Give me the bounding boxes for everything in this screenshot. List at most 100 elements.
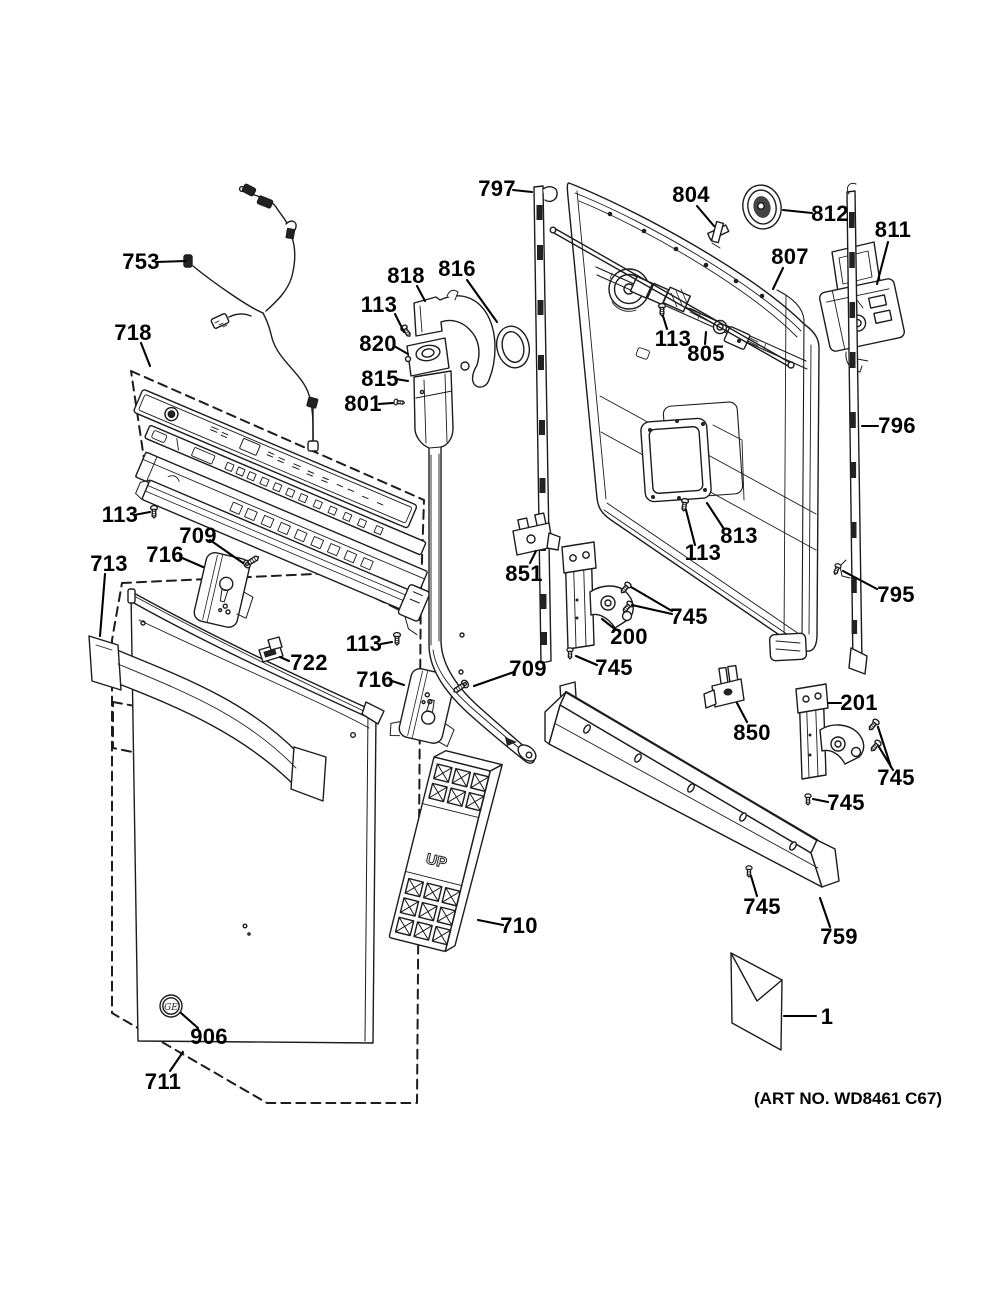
leader-line-722 [278,655,291,663]
screw-745 [566,647,574,660]
leader-line-812 [781,208,814,215]
o-ring-816 [495,325,531,369]
leader-lines [98,188,895,1073]
callout-812: 812 [811,201,849,226]
hinge-channel-200 [561,541,634,650]
callout-850: 850 [733,720,771,745]
leader-line-753 [154,259,188,264]
leader-line-711 [168,1050,185,1073]
leader-line-113 [379,640,394,646]
callout-818: 818 [387,263,425,288]
leader-line-850 [735,701,749,724]
leader-line-745 [574,654,599,667]
leader-line-113 [393,312,406,334]
callout-804: 804 [672,182,710,207]
shipping-block-710: UP [388,749,503,953]
callout-709: 709 [179,523,217,548]
leader-line-795 [841,569,879,591]
wire-harness-753 [183,183,319,452]
leader-line-710 [476,918,505,927]
leader-line-113 [684,508,697,547]
leader-line-713 [98,572,107,638]
screw-801 [393,398,406,407]
clip-804 [706,220,730,249]
callout-113: 113 [345,631,383,656]
escutcheon-support [135,479,431,636]
latch-keeper-850 [703,664,745,709]
door-handle-713 [88,635,327,802]
callout-816: 816 [438,256,476,281]
leader-line-816 [465,278,499,324]
callout-805: 805 [687,341,725,366]
callout-906: 906 [190,1024,228,1049]
callout-745: 745 [827,790,865,815]
callout-796: 796 [878,413,916,438]
detergent-module-811 [819,241,905,373]
leader-line-745 [811,797,830,804]
callout-851: 851 [505,561,543,586]
callout-113: 113 [684,540,722,565]
callout-813: 813 [720,523,758,548]
callout-722: 722 [290,650,328,675]
screw-113 [392,631,402,646]
callout-753: 753 [122,249,160,274]
leader-line-815 [394,377,410,383]
leader-line-807 [771,266,785,291]
escutcheon-insert [144,424,427,556]
callout-113: 113 [654,326,692,351]
access-panel-759 [544,681,840,888]
leader-line-805 [703,330,708,346]
callout-716: 716 [356,667,394,692]
screw-113 [657,302,667,317]
door-rod [549,226,795,369]
callout-797: 797 [478,176,516,201]
callout-795: 795 [877,582,915,607]
leader-line-818 [415,284,427,303]
callout-718: 718 [114,320,152,345]
grommet-812 [742,184,782,230]
callout-745: 745 [595,655,633,680]
leader-line-200 [600,617,618,632]
inner-door-panel-807 [549,182,820,662]
callout-815: 815 [361,366,399,391]
leader-line-716 [390,679,406,687]
callout-201: 201 [840,690,878,715]
leader-line-745 [876,725,893,769]
callout-807: 807 [771,244,809,269]
leader-line-745 [877,745,895,772]
callout-1: 1 [820,1004,834,1029]
leader-line-804 [695,204,716,228]
leader-line-851 [528,549,538,565]
callout-820: 820 [359,331,397,356]
leader-line-906 [179,1011,200,1030]
strike-strip-796 [839,182,868,675]
leader-line-811 [875,240,890,286]
callout-811: 811 [874,217,912,242]
screw-709 [241,552,262,570]
funnel-820 [404,337,450,377]
leader-line-759 [818,896,832,929]
leader-line-820 [392,344,410,356]
callout-759: 759 [820,924,858,949]
literature-envelope-1 [730,952,783,1051]
leader-line-797 [511,188,534,194]
callout-801: 801 [344,391,382,416]
leader-line-718 [139,341,152,368]
screw-113 [149,504,159,519]
up-marking: UP [424,850,448,872]
callout-745: 745 [670,604,708,629]
leader-line-113 [132,510,152,517]
callout-711: 711 [144,1069,182,1094]
ge-logo-906: GE [159,994,183,1018]
callout-745: 745 [877,765,915,790]
callout-710: 710 [500,913,538,938]
callout-713: 713 [90,551,128,576]
callout-113: 113 [360,292,398,317]
leader-line-813 [705,501,726,531]
leader-line-709 [208,538,245,565]
bracket-716-left [193,552,254,628]
callout-745: 745 [743,894,781,919]
ge-monogram: GE [164,1003,178,1013]
